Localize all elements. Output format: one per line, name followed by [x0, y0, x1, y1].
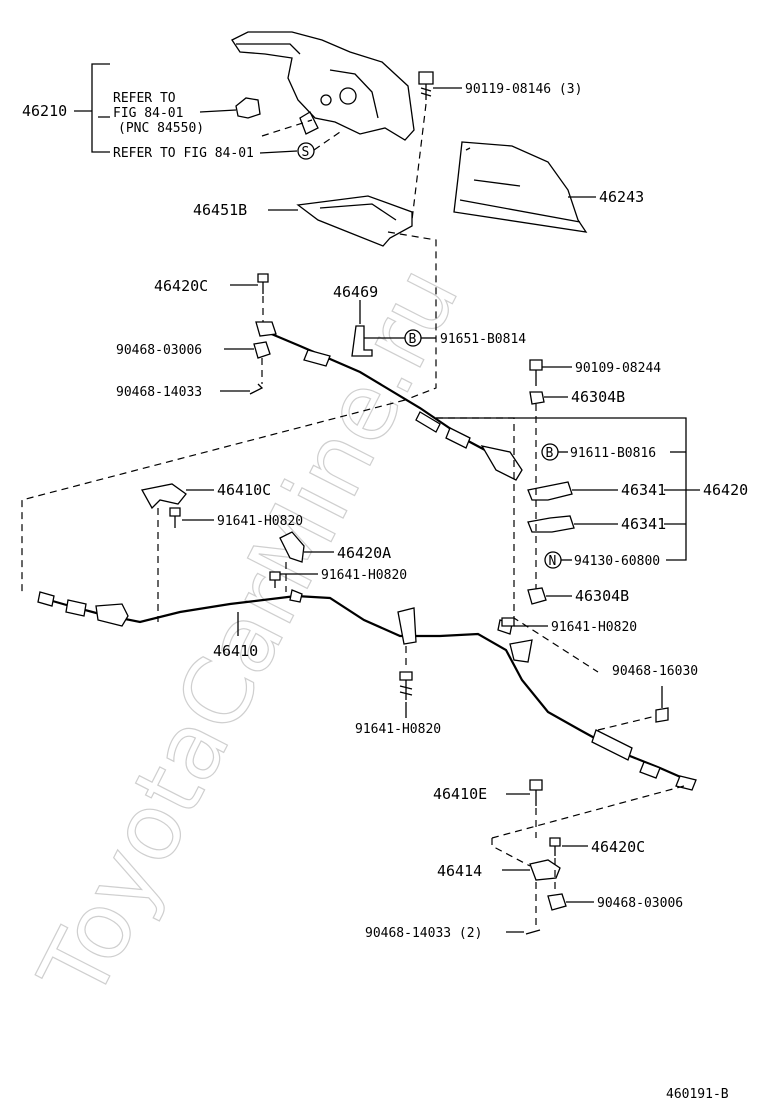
- label-46243: 46243: [599, 188, 644, 206]
- label-46420C-bottom: 46420C: [591, 838, 645, 856]
- label-46414: 46414: [437, 862, 482, 880]
- label-fig-84-01: FIG 84-01: [113, 106, 183, 121]
- nut-46304B-top: [529, 391, 545, 405]
- label-46451B: 46451B: [193, 201, 247, 219]
- dash-plate-frame: [387, 231, 437, 401]
- label-pnc-84550: (PNC 84550): [118, 121, 204, 136]
- label-46304B-bottom: 46304B: [575, 587, 629, 605]
- label-46304B-top: 46304B: [571, 388, 625, 406]
- clip-90468-03006-bottom: [547, 893, 567, 911]
- label-90119: 90119-08146 (3): [465, 82, 582, 97]
- mark-n: N: [549, 554, 557, 569]
- bolt-46420C-top: [257, 273, 269, 294]
- bolt-90119: [418, 71, 434, 100]
- front-brake-cable: [255, 321, 523, 481]
- bolt-46420C-bottom: [549, 837, 561, 856]
- figure-id: 460191-B: [666, 1087, 729, 1102]
- dash-46414: [491, 838, 531, 867]
- mark-b2: B: [546, 446, 554, 461]
- clip-90468-03006-top: [253, 341, 271, 359]
- switch-clip-part: [235, 97, 261, 119]
- label-46410C: 46410C: [217, 481, 271, 499]
- label-46341-a: 46341: [621, 481, 666, 499]
- bolt-90109: [529, 359, 543, 386]
- mark-b1: B: [409, 332, 417, 347]
- dash-90468-16030: [597, 715, 657, 731]
- leader-refer-2: [259, 150, 298, 154]
- clip-90468-14033-bottom: [525, 929, 541, 935]
- clip-90468-16030: [655, 707, 669, 723]
- lever-boot-part: [453, 141, 588, 233]
- bracket-46210: [74, 63, 110, 153]
- label-46420A: 46420A: [337, 544, 391, 562]
- clip-90468-14033-top: [249, 383, 264, 395]
- label-91641-c: 91641-H0820: [551, 620, 637, 635]
- label-46341-b: 46341: [621, 515, 666, 533]
- leader-refer-1: [98, 109, 237, 118]
- bolt-91641-c: [501, 617, 515, 627]
- label-46420: 46420: [703, 481, 748, 499]
- label-91641-d: 91641-H0820: [355, 722, 441, 737]
- label-90468-03006-bottom: 90468-03006: [597, 896, 683, 911]
- label-46410E: 46410E: [433, 785, 487, 803]
- label-91641-b: 91641-H0820: [321, 568, 407, 583]
- equalizer-46341-b: [527, 515, 575, 533]
- label-90109: 90109-08244: [575, 361, 661, 376]
- label-90468-14033-top: 90468-14033: [116, 385, 202, 400]
- bolt-91641-d: [399, 671, 413, 700]
- bolt-91641-b: [269, 571, 281, 588]
- equalizer-46341-a: [527, 481, 573, 501]
- label-46210: 46210: [22, 102, 67, 120]
- bracket-46420A: [279, 531, 305, 563]
- label-91651: 91651-B0814: [440, 332, 526, 347]
- dash-left-frame: [21, 399, 406, 596]
- dash-refer-2: [261, 119, 341, 151]
- label-46420C-top: 46420C: [154, 277, 208, 295]
- bolt-46410E: [529, 779, 543, 806]
- label-90468-14033-bottom: 90468-14033 (2): [365, 926, 482, 941]
- dash-plate-bolt: [411, 103, 427, 221]
- parking-brake-lever-part: [231, 31, 415, 141]
- label-90468-03006-top: 90468-03006: [116, 343, 202, 358]
- label-46469: 46469: [333, 283, 378, 301]
- dash-46410E: [491, 785, 685, 839]
- label-94130: 94130-60800: [574, 554, 660, 569]
- dash-right-frame: [436, 417, 599, 673]
- label-90468-16030: 90468-16030: [612, 664, 698, 679]
- bracket-46414: [529, 859, 561, 881]
- label-91611: 91611-B0816: [570, 446, 656, 461]
- label-refer-to-fig-84-01: REFER TO FIG 84-01: [113, 146, 254, 161]
- label-46410: 46410: [213, 642, 258, 660]
- mounting-plate-part: [296, 195, 413, 247]
- bracket-46469: [351, 325, 373, 357]
- mark-s-circle: [297, 142, 315, 160]
- label-91641-a: 91641-H0820: [217, 514, 303, 529]
- bolt-91641-a: [169, 507, 181, 528]
- bracket-46420: [436, 417, 700, 561]
- label-refer-to: REFER TO: [113, 91, 176, 106]
- nut-46304B-bottom: [527, 587, 547, 605]
- bracket-46410C: [140, 483, 187, 510]
- mark-s: S: [302, 145, 310, 160]
